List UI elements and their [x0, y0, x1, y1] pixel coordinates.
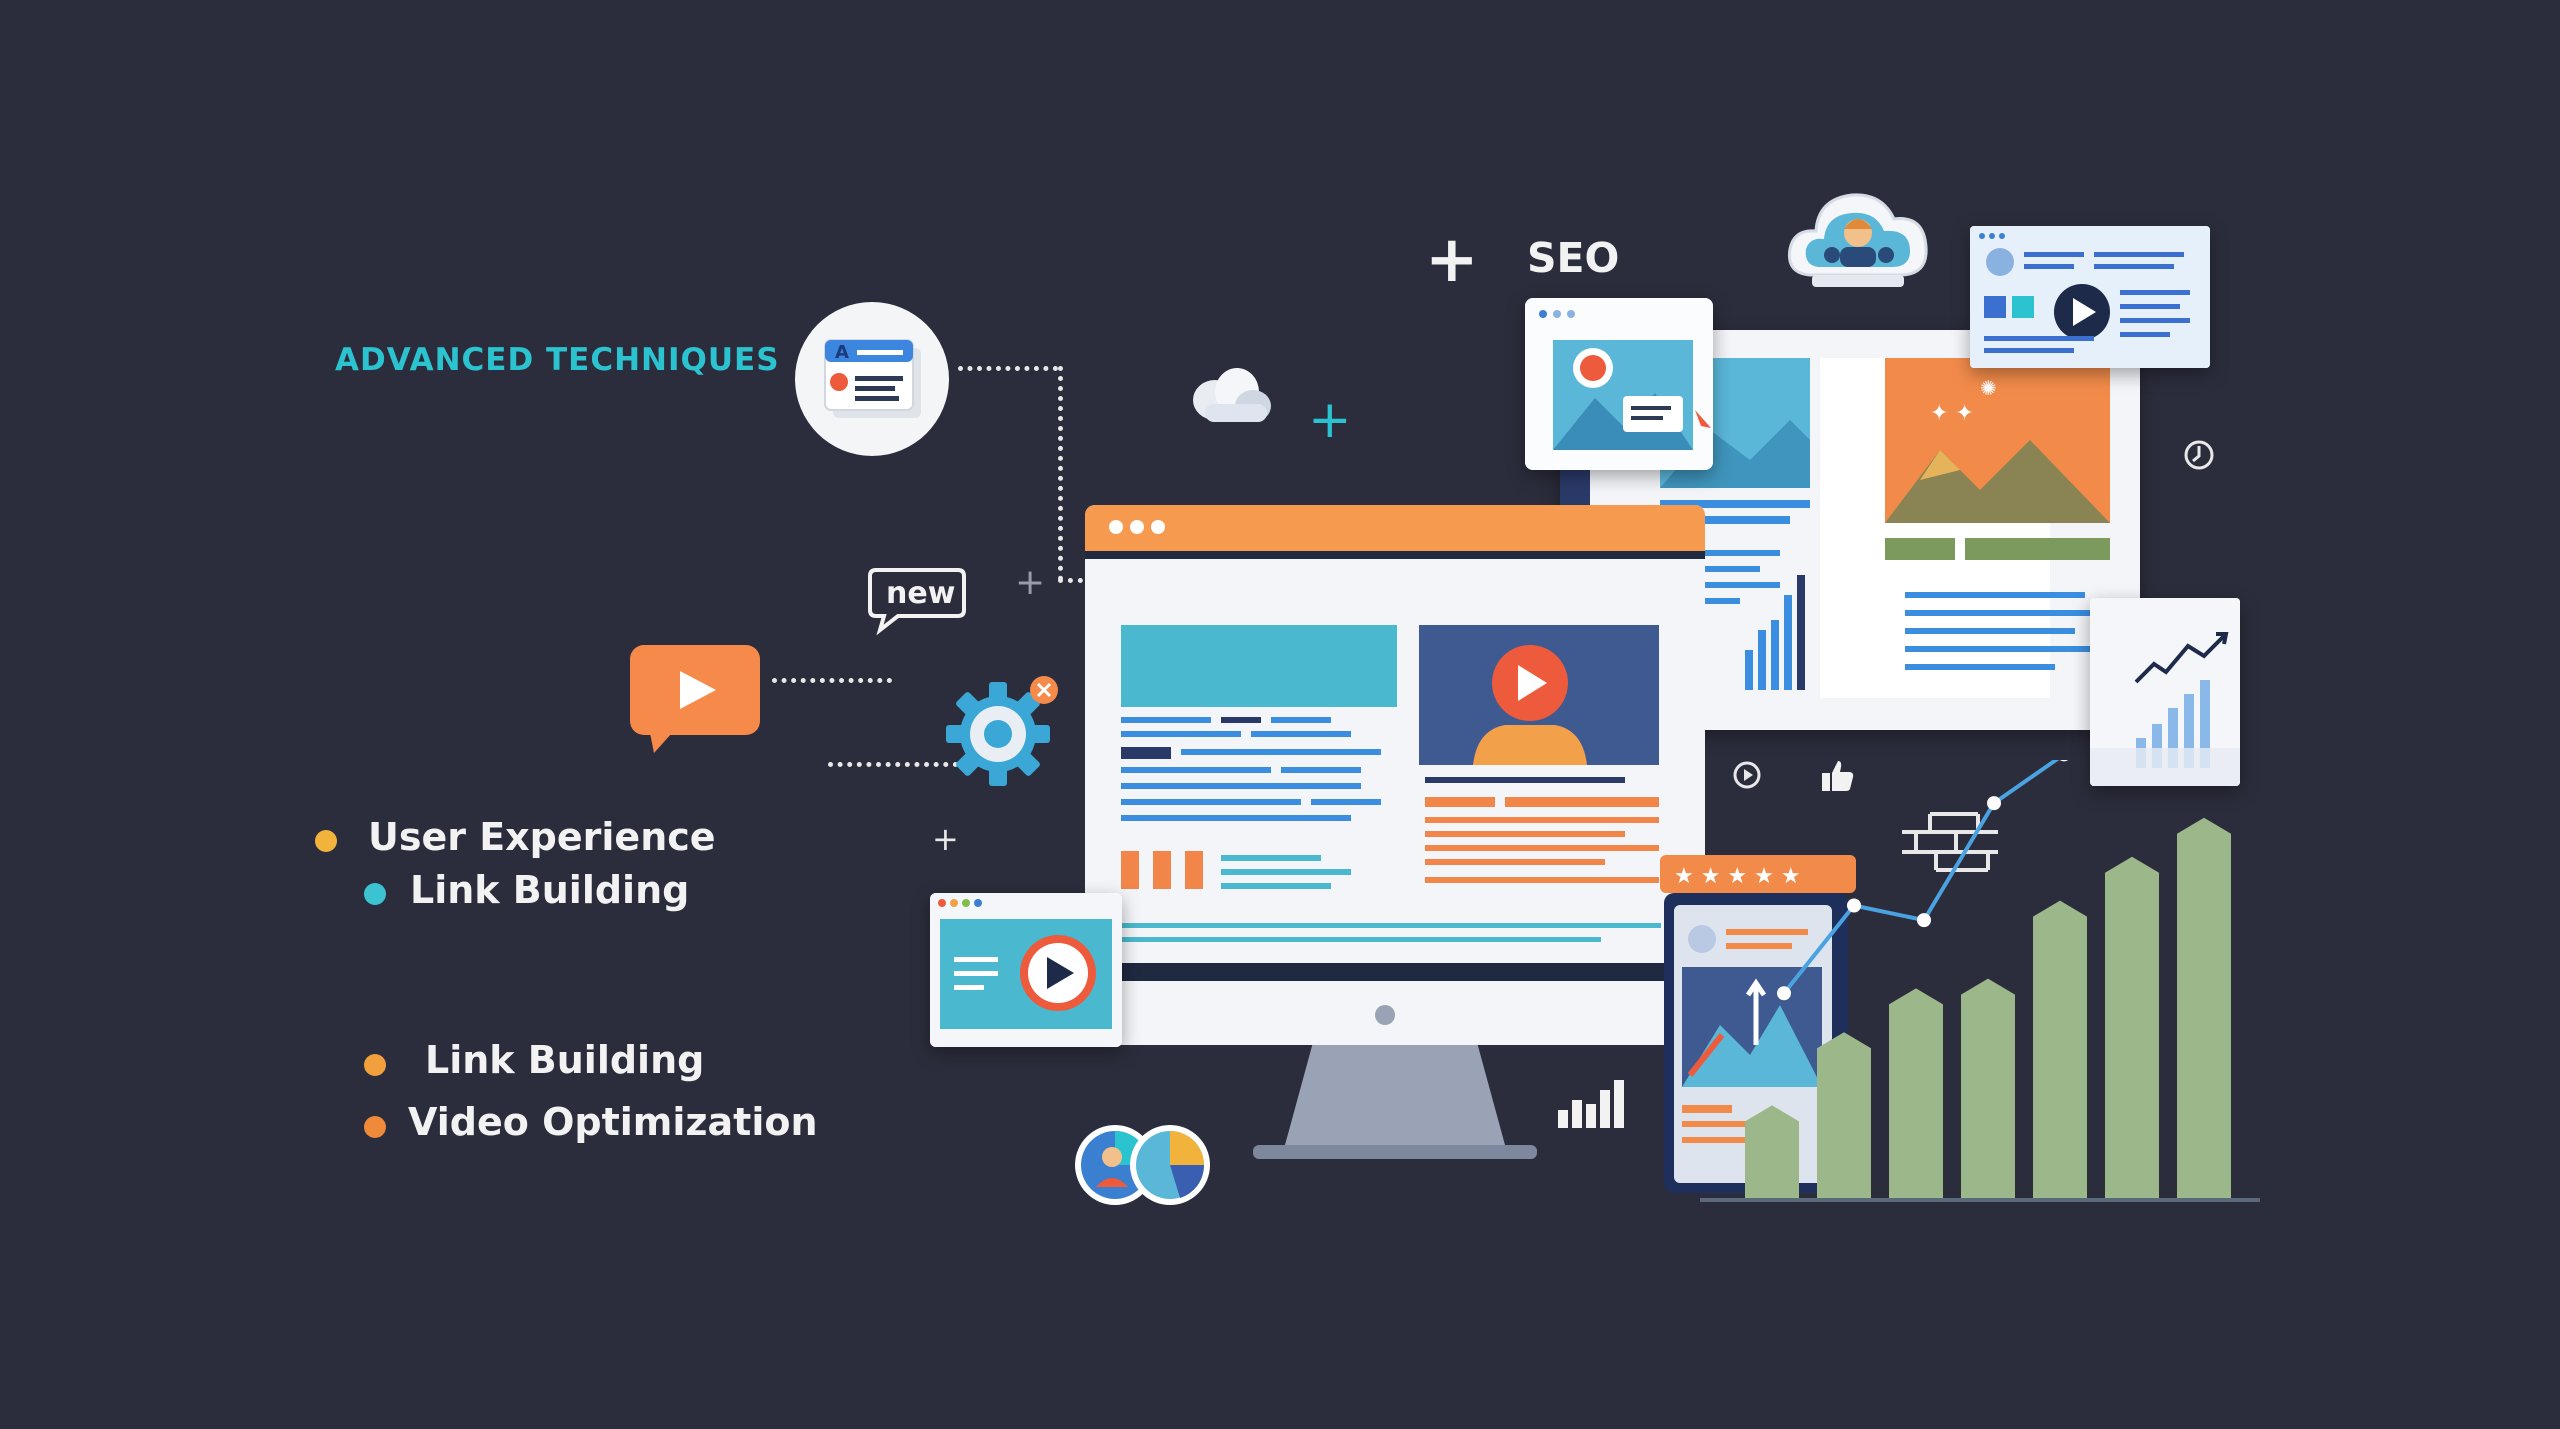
thumbs-up-icon: [1822, 761, 1854, 791]
bullet-dot-link-building-2: [364, 1054, 386, 1076]
chart-trend-point-4: [1987, 796, 2001, 811]
growth-trend-window: [2090, 598, 2240, 786]
new-badge-label: new: [886, 576, 956, 611]
cloud-avatar-icon: [1787, 193, 1928, 287]
growth-bar-chart: [1700, 760, 2260, 1202]
svg-text:✦ ✦: ✦ ✦: [1930, 401, 1974, 426]
video-player-icon: [930, 893, 1122, 1047]
bullet-dot-link-building-1: [364, 883, 386, 905]
chart-trend-point-5: [2059, 760, 2069, 762]
clock-icon: [2184, 440, 2214, 470]
chart-trend-point-2: [1847, 898, 1861, 913]
connector-dotted-5: [828, 762, 958, 767]
chart-bar-7: [2177, 817, 2231, 1198]
plus-icon-small-1: +: [1015, 562, 1046, 603]
section-heading: ADVANCED TECHNIQUES: [335, 342, 780, 378]
small-play-icon: [1733, 761, 1761, 789]
bullet-dot-video-optimization: [364, 1116, 386, 1138]
cloud-icon: [1193, 368, 1271, 422]
star-rating-icon: ★ ★ ★ ★ ★: [1660, 855, 1860, 1193]
bullet-link-building-2: Link Building: [425, 1038, 705, 1082]
image-preview-window: [1525, 298, 1713, 470]
svg-text:★ ★ ★ ★ ★: ★ ★ ★ ★ ★: [1674, 864, 1801, 889]
chart-bar-6: [2105, 856, 2159, 1198]
chart-trend-point-3: [1917, 913, 1931, 928]
seo-label: SEO: [1527, 234, 1620, 282]
chat-bubble-icon: [868, 568, 966, 636]
svg-text:✺: ✺: [1980, 376, 1997, 400]
plus-icon-teal: +: [1308, 390, 1352, 450]
bullet-user-experience: User Experience: [368, 815, 716, 859]
plus-icon-small-2: +: [932, 820, 959, 858]
svg-text:A: A: [835, 342, 849, 363]
connector-dotted-4: [772, 678, 892, 683]
bullet-link-building-1: Link Building: [410, 868, 690, 912]
chart-bar-4: [1961, 978, 2015, 1198]
chart-baseline: [1700, 1198, 2260, 1202]
bullet-dot-user-experience: [315, 830, 337, 852]
chart-trend-line: [1782, 760, 2060, 995]
gear-icon: [946, 676, 1058, 786]
connector-dotted-2: [1058, 366, 1063, 581]
chart-bar-3: [1889, 988, 1943, 1198]
chart-bar-2: [1817, 1032, 1871, 1198]
profile-card-icon: A: [795, 302, 949, 456]
video-article-window: [1970, 226, 2210, 368]
monitor-frame: [1085, 505, 1705, 1159]
chart-bar-1: [1745, 1105, 1799, 1198]
plus-icon-large: +: [1425, 223, 1479, 297]
bullet-video-optimization: Video Optimization: [408, 1100, 818, 1144]
brick-icon: [1902, 812, 1998, 872]
chart-bar-5: [2033, 900, 2087, 1198]
connector-dotted-1: [958, 366, 1058, 371]
pie-chart-icon: [1075, 1125, 1210, 1205]
bar-mini-icon: [1558, 1080, 1624, 1128]
chart-trend-point-1: [1777, 986, 1791, 1001]
play-button-icon: [630, 645, 760, 753]
